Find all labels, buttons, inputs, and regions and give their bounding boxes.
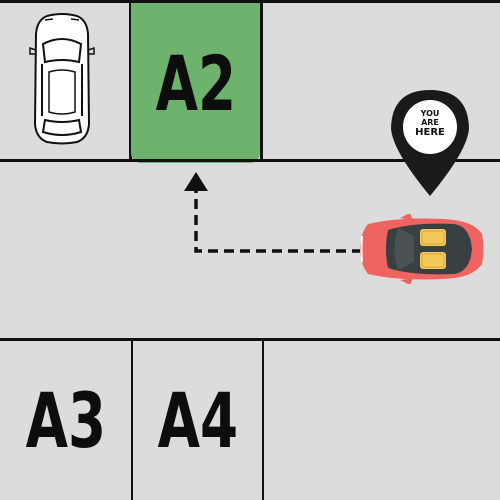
pin-label-line2: ARE xyxy=(421,118,439,127)
parking-slot-a3[interactable]: A3 xyxy=(0,341,131,500)
slot-divider-a3-a4 xyxy=(131,340,133,500)
slot-divider-a4-right xyxy=(262,340,264,500)
pin-label-line3: HERE xyxy=(415,127,445,138)
your-car-icon xyxy=(360,214,484,284)
slot-label-a4: A4 xyxy=(157,376,238,465)
pin-label: YOU ARE HERE xyxy=(402,110,458,138)
slot-divider-a2-right xyxy=(260,0,263,160)
row-line-lower xyxy=(0,338,500,341)
row-line-upper xyxy=(0,159,500,162)
pin-label-line1: YOU xyxy=(420,109,440,118)
slot-divider-a1-a2 xyxy=(129,0,132,160)
top-boundary-line xyxy=(0,0,500,3)
location-pin-icon xyxy=(391,90,469,196)
parking-slot-a2[interactable]: A2 xyxy=(131,3,260,163)
parked-car-icon xyxy=(29,13,95,145)
slot-label-a2: A2 xyxy=(155,38,236,128)
slot-label-a3: A3 xyxy=(25,376,106,465)
parking-slot-a4[interactable]: A4 xyxy=(133,341,262,500)
